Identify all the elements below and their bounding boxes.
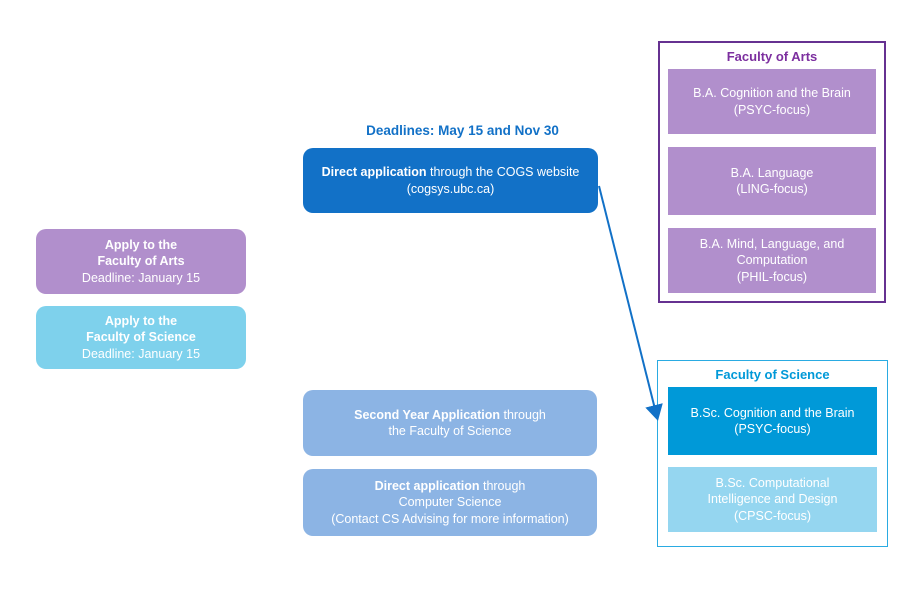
apply-science-deadline: Deadline: January 15 — [81, 346, 201, 361]
second-year-line1: Second Year Application through — [303, 407, 597, 424]
program-ba-language: B.A. Language (LING-focus) — [668, 147, 876, 215]
apply-arts-line1: Apply to the — [36, 237, 246, 254]
program-line: B.A. Cognition and the Brain — [693, 86, 851, 100]
cs-direct-bold: Direct application — [374, 478, 480, 493]
apply-arts-deadline: Deadline: January 15 — [81, 270, 201, 285]
apply-arts-box: Apply to the Faculty of Arts Deadline: J… — [36, 229, 246, 294]
cs-direct-line1: Direct application through — [303, 478, 597, 495]
program-line: Computation — [736, 253, 808, 268]
cs-direct-rest: through — [479, 478, 526, 493]
program-ba-mind-language-computation: B.A. Mind, Language, and Computation (PH… — [668, 228, 876, 293]
cogs-application-line2: (cogsys.ubc.ca) — [406, 181, 495, 196]
cogs-application-rest: through the COGS website — [426, 165, 580, 179]
deadline-note: Deadlines: May 15 and Nov 30 — [366, 123, 559, 138]
apply-arts-bold2: Faculty of Arts — [97, 254, 185, 269]
faculty-of-science-panel: Faculty of Science B.Sc. Cognition and t… — [657, 360, 888, 547]
program-line: Intelligence and Design — [707, 492, 838, 507]
apply-science-line1: Apply to the — [36, 313, 246, 330]
program-line: B.Sc. Cognition and the Brain — [690, 405, 855, 420]
apply-arts-bold1: Apply to the — [104, 237, 178, 252]
second-year-application-box: Second Year Application through the Facu… — [303, 390, 597, 456]
second-year-bold: Second Year Application — [354, 407, 500, 422]
arts-panel-title: Faculty of Arts — [726, 49, 818, 64]
program-line: (PSYC-focus) — [733, 102, 811, 117]
program-line: B.A. Mind, Language, and — [699, 236, 845, 251]
program-bsc-cognition-brain: B.Sc. Cognition and the Brain (PSYC-focu… — [668, 387, 877, 455]
program-line: (PHIL-focus) — [736, 269, 808, 284]
program-line: (LING-focus) — [736, 182, 808, 196]
program-bsc-computational-intelligence: B.Sc. Computational Intelligence and Des… — [668, 467, 877, 532]
apply-arts-line2: Faculty of Arts — [36, 253, 246, 270]
second-year-rest: through — [500, 407, 546, 422]
apply-science-line2: Faculty of Science — [36, 329, 246, 346]
cogs-application-box: Direct application through the COGS webs… — [303, 148, 598, 213]
program-line: B.Sc. Computational — [715, 475, 830, 490]
faculty-of-arts-panel: Faculty of Arts B.A. Cognition and the B… — [658, 41, 886, 303]
science-panel-title: Faculty of Science — [715, 367, 830, 382]
apply-science-box: Apply to the Faculty of Science Deadline… — [36, 306, 246, 369]
cogs-application-bold: Direct application — [321, 165, 427, 179]
program-line: B.A. Language — [730, 165, 814, 180]
program-ba-cognition-brain: B.A. Cognition and the Brain (PSYC-focus… — [668, 69, 876, 134]
cs-direct-application-box: Direct application through Computer Scie… — [303, 469, 597, 536]
cs-direct-line3: (Contact CS Advising for more informatio… — [331, 511, 569, 526]
apply-science-bold1: Apply to the — [104, 313, 178, 328]
apply-science-bold2: Faculty of Science — [86, 330, 196, 345]
cogs-application-line1: Direct application through the COGS webs… — [303, 164, 598, 181]
program-line: (CPSC-focus) — [733, 508, 812, 523]
program-line: (PSYC-focus) — [734, 422, 811, 436]
cs-direct-line2: Computer Science — [398, 495, 502, 510]
second-year-line2: the Faculty of Science — [388, 424, 512, 438]
